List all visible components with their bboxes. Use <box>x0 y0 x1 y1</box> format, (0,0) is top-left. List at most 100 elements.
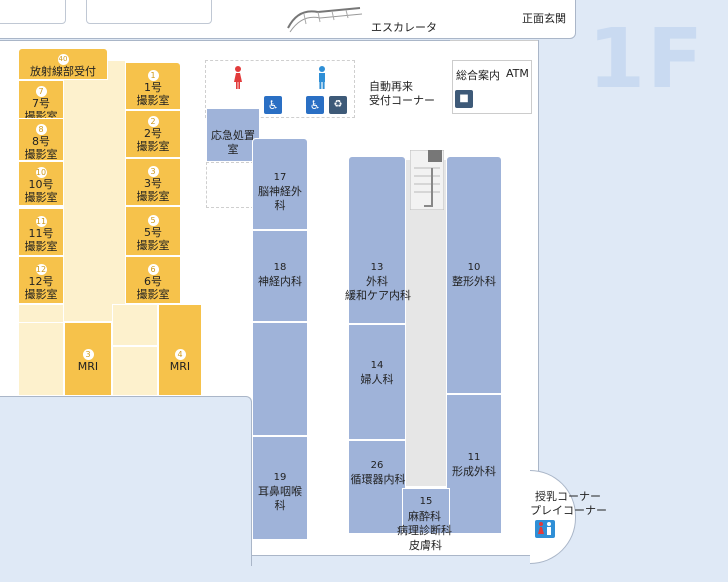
room-number: 1 <box>147 70 159 81</box>
escalator-label: エスカレータ <box>371 21 437 34</box>
mri-area-left <box>18 322 64 396</box>
emergency-room[interactable]: 応急処置室 <box>206 108 260 162</box>
room-label: 撮影室 <box>24 191 58 204</box>
room-label: 3号 <box>144 177 162 190</box>
restroom-area-outline <box>205 60 355 118</box>
emergency-label: 応急処置室 <box>211 129 255 156</box>
room-label: 7号 <box>32 97 50 110</box>
entrance-wall <box>450 40 538 41</box>
room-number: 8 <box>35 124 47 135</box>
department-15[interactable]: 15 <box>402 488 450 534</box>
dept-label: 神経内科 <box>258 275 302 288</box>
room-number: 10 <box>35 167 47 178</box>
department-19[interactable]: 19 耳鼻咽喉科 <box>252 436 308 540</box>
dept-label: 外科 <box>366 275 388 288</box>
room-number: 3 <box>82 349 94 360</box>
room-label: MRI <box>77 360 99 373</box>
dept-label: 耳鼻咽喉科 <box>258 485 302 512</box>
emergency-side-area <box>206 162 254 208</box>
department-13[interactable]: 13 外科 緩和ケア内科 <box>345 156 411 324</box>
department-26[interactable]: 26 循環器内科 <box>348 440 406 534</box>
xray-room-5[interactable]: 5 5号 撮影室 <box>125 206 181 256</box>
room-number: 3 <box>147 166 159 177</box>
info-desk-area <box>452 60 532 114</box>
top-block-mid <box>86 0 212 24</box>
dept-15-label-3: 皮膚科 <box>409 539 442 552</box>
mri-area-middle-top <box>112 304 158 346</box>
department-17[interactable]: 17 脳神経外科 <box>252 138 308 230</box>
dept-number: 10 <box>467 262 481 273</box>
room-label: 撮影室 <box>136 190 170 203</box>
nursing-label-2: プレイコーナー <box>530 504 607 517</box>
room-label: 8号 <box>32 135 50 148</box>
escalator-icon <box>284 4 364 34</box>
room-label: MRI <box>169 360 191 373</box>
xray-room-2[interactable]: 2 2号 撮影室 <box>125 110 181 158</box>
dept-15-label-1: 麻酔科 <box>408 510 441 523</box>
floor-notch <box>0 396 252 566</box>
xray-room-1[interactable]: 1 1号 撮影室 <box>125 62 181 110</box>
xray-room-12[interactable]: 12 12号 撮影室 <box>18 256 64 304</box>
department-14[interactable]: 14 婦人科 <box>348 324 406 440</box>
department-10[interactable]: 10 整形外科 <box>446 156 502 394</box>
room-label: 5号 <box>144 226 162 239</box>
central-corridor <box>405 160 447 486</box>
ostomate-icon: ♻ <box>329 96 347 114</box>
dept-15-label-2: 病理診断科 <box>397 524 452 537</box>
xray-room-8[interactable]: 8 8号 撮影室 <box>18 118 64 161</box>
mri-room-4[interactable]: 4 MRI <box>158 304 202 396</box>
dept-label: 形成外科 <box>452 465 496 478</box>
nursing-label-1: 授乳コーナー <box>535 490 601 503</box>
dept-number: 15 <box>419 496 433 507</box>
male-toilet-icon <box>316 66 328 90</box>
radiology-reception: 40 放射線部受付 <box>18 48 108 80</box>
family-toilet-icon <box>535 520 555 538</box>
room-number: 2 <box>147 116 159 127</box>
room-label: 12号 <box>28 275 54 288</box>
accessible-icon: ♿ <box>306 96 324 114</box>
dept-label: 婦人科 <box>360 373 394 386</box>
room-number: 4 <box>174 349 186 360</box>
room-label: 撮影室 <box>136 288 170 301</box>
dept-label: 脳神経外科 <box>258 185 302 212</box>
stairs-icon <box>409 149 445 211</box>
room-label: 撮影室 <box>136 140 170 153</box>
xray-room-10[interactable]: 10 10号 撮影室 <box>18 161 64 206</box>
mri-room-3[interactable]: 3 MRI <box>64 322 112 396</box>
dept-label: 緩和ケア内科 <box>345 289 411 302</box>
room-label: 撮影室 <box>136 239 170 252</box>
reentry-reception-line1: 自動再来 <box>369 80 413 93</box>
xray-room-11[interactable]: 11 11号 撮影室 <box>18 208 64 256</box>
dept-number: 18 <box>273 262 287 273</box>
xray-room-6[interactable]: 6 6号 撮影室 <box>125 256 181 304</box>
top-block-left <box>0 0 66 24</box>
dept-number: 13 <box>370 262 384 273</box>
xray-room-7[interactable]: 7 7号 撮影室 <box>18 80 64 123</box>
atm-label: ATM <box>506 67 529 80</box>
dept-label: 循環器内科 <box>350 473 406 486</box>
building-floor <box>0 0 576 39</box>
room-label: 2号 <box>144 127 162 140</box>
room-number: 12 <box>35 264 47 275</box>
department-18-annex <box>252 322 308 436</box>
room-number: 7 <box>35 86 47 97</box>
department-18[interactable]: 18 神経内科 <box>252 230 308 322</box>
room-label: 10号 <box>28 178 54 191</box>
dept-number: 11 <box>467 452 481 463</box>
dept-number: 26 <box>370 460 384 471</box>
room-number: 6 <box>147 264 159 275</box>
department-11[interactable]: 11 形成外科 <box>446 394 502 534</box>
room-label: 撮影室 <box>24 240 58 253</box>
room-label: 撮影室 <box>24 288 58 301</box>
room-label: 11号 <box>28 227 54 240</box>
dept-number: 14 <box>370 360 384 371</box>
main-entrance-label: 正面玄関 <box>522 12 566 25</box>
dept-number: 17 <box>273 172 287 183</box>
accessible-icon: ♿ <box>264 96 282 114</box>
xray-room-3[interactable]: 3 3号 撮影室 <box>125 158 181 206</box>
info-desk-icon: ■ <box>455 90 473 108</box>
room-number: 11 <box>35 216 47 227</box>
room-number: 5 <box>147 215 159 226</box>
reentry-reception-line2: 受付コーナー <box>369 94 435 107</box>
radiology-left-lower <box>18 304 64 324</box>
